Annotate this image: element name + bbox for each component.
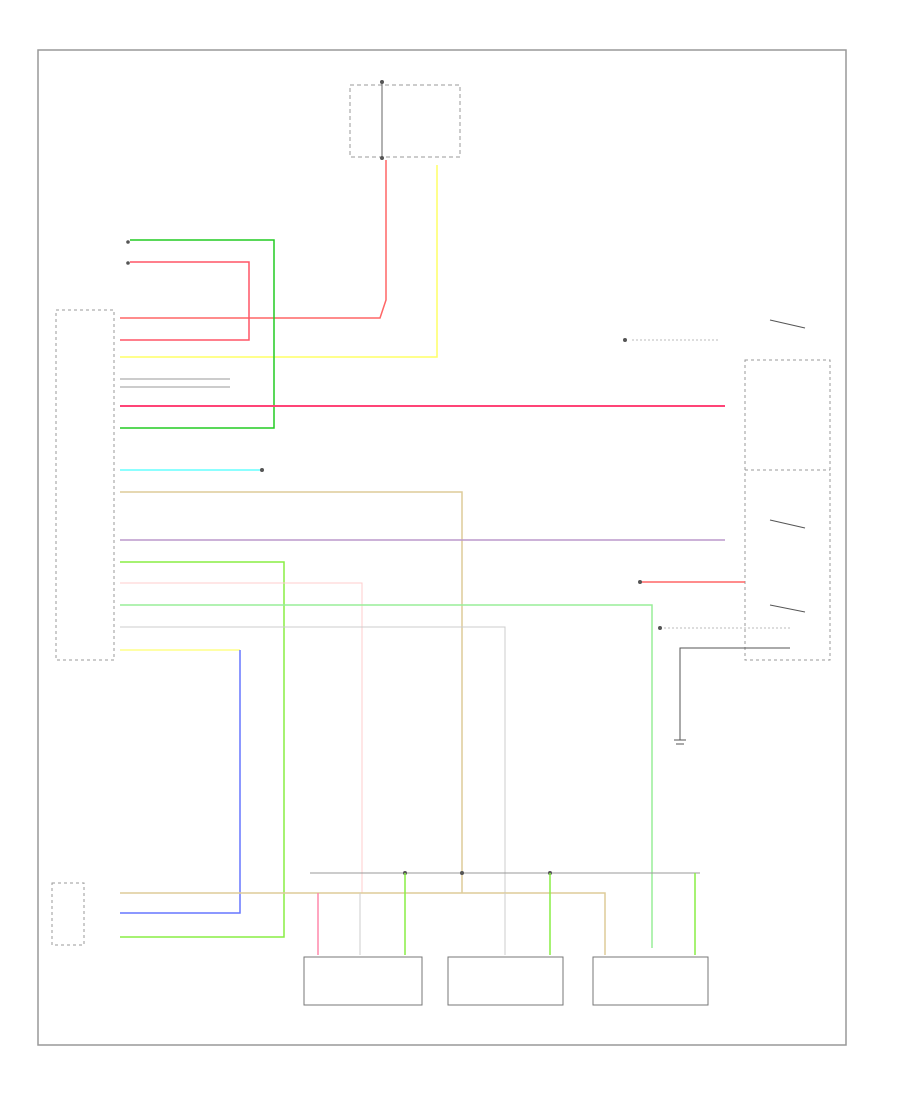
wire-red-loop <box>120 261 250 341</box>
wire-green-loop <box>120 239 275 429</box>
wire-tan <box>120 491 463 893</box>
wire-red-top <box>120 160 387 319</box>
connector-dot <box>623 338 627 342</box>
wire-gray-3 <box>120 626 506 948</box>
fuse-box <box>349 80 461 160</box>
wire-blue <box>120 650 241 914</box>
wire-lime <box>120 561 285 938</box>
sensor-block <box>51 882 85 946</box>
bulb-connector-3 <box>592 873 709 1006</box>
diagram-frame <box>37 49 847 1046</box>
wire-tan-bottom <box>120 892 606 955</box>
ground-point <box>674 647 790 745</box>
switch-assembly <box>744 319 831 661</box>
bulb-connector-2 <box>447 873 564 1006</box>
control-module <box>55 309 115 661</box>
connector-dot <box>638 580 642 584</box>
wire-yellow-top <box>120 165 438 358</box>
connector-dot <box>260 468 264 472</box>
connector-dot <box>658 626 662 630</box>
wire-light-pink <box>120 582 363 893</box>
wire-light-green <box>120 604 653 948</box>
bulb-connector-1 <box>303 873 423 1006</box>
harness-connector <box>126 240 130 265</box>
